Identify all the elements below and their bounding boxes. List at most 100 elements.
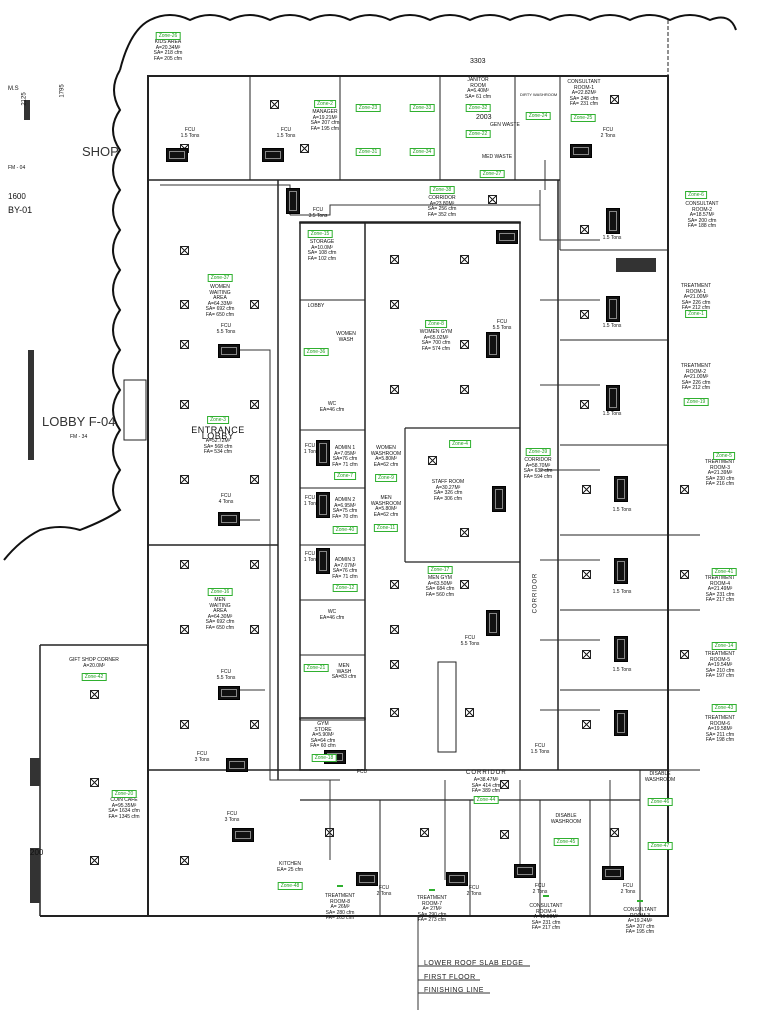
diffuser (500, 830, 509, 839)
diffuser (180, 340, 189, 349)
zone-tag: Zone-11 (373, 524, 399, 532)
zone-tag: Zone-48 (277, 882, 303, 890)
diffuser (250, 560, 259, 569)
zone-tag: Zone-26 (155, 32, 181, 40)
fcu-unit (286, 188, 300, 214)
diffuser (250, 625, 259, 634)
diffuser (680, 485, 689, 494)
zone-tag: Zone-47 (647, 842, 673, 850)
fcu-unit (316, 492, 330, 518)
diffuser (500, 780, 509, 789)
fcu-unit (232, 828, 254, 842)
diffuser (428, 456, 437, 465)
fcu-label: 1.5 Tons (612, 507, 632, 513)
fcu-unit (218, 686, 240, 700)
diffuser (250, 400, 259, 409)
diffuser (460, 385, 469, 394)
corridor-vertical-label: CORRIDOR (532, 572, 539, 614)
zone-tag: Zone-24 (525, 112, 551, 120)
legend-first-floor: FIRST FLOOR (424, 974, 476, 981)
diffuser (180, 625, 189, 634)
zone-tag: Zone-37 (207, 274, 233, 282)
diffuser (488, 195, 497, 204)
legend-leaders (417, 916, 530, 1010)
diffuser (390, 660, 399, 669)
fm04-label: FM - 04 (8, 165, 26, 171)
fcu-label: 1.5 Tons (612, 589, 632, 595)
diffuser (610, 95, 619, 104)
dim-2003: 2003 (476, 114, 492, 121)
by01-label: BY-01 (8, 205, 33, 215)
zone-tag: Zone-46 (647, 798, 673, 806)
zone-tag (637, 900, 643, 902)
lobby-f04-label: LOBBY F-04 (42, 414, 116, 429)
zone-tag: Zone-23 (355, 104, 381, 112)
zone-tag: Zone-7 (334, 472, 356, 480)
zone-tag: Zone-44 (473, 796, 499, 804)
zone-tag: Zone-6 (685, 191, 707, 199)
diffuser (582, 570, 591, 579)
zone-tag: Zone-5 (713, 452, 735, 460)
dim-2125: 2125 (21, 92, 28, 106)
diffuser (460, 255, 469, 264)
fcu-unit (614, 476, 628, 502)
diffuser (270, 100, 279, 109)
fcu-unit (614, 558, 628, 584)
dim-3303: 3303 (470, 58, 486, 65)
diffuser (420, 828, 429, 837)
zone-tag: Zone-38 (429, 186, 455, 194)
zone-tag: Zone-3 (207, 416, 229, 424)
zone-tag: Zone-33 (409, 104, 435, 112)
dim-1600: 1600 (8, 192, 26, 201)
room-lobby-small: LOBBY (307, 303, 325, 309)
diffuser (390, 300, 399, 309)
diffuser (460, 528, 469, 537)
fcu-unit (606, 385, 620, 411)
shop-label: SHOP (82, 144, 119, 159)
zone-tag: Zone-18 (311, 754, 337, 762)
fcu-label: 1.5 Tons (602, 235, 622, 241)
fm34-label: FM - 34 (70, 434, 88, 440)
fcu-unit (570, 144, 592, 158)
diffuser (582, 485, 591, 494)
diffuser (390, 385, 399, 394)
diffuser (325, 828, 334, 837)
legend-finishing-line: FINISHING LINE (424, 987, 484, 994)
fcu-unit (446, 872, 468, 886)
zone-tag: Zone-25 (570, 114, 596, 122)
diffuser (250, 300, 259, 309)
zone-tag: Zone-9 (375, 474, 397, 482)
fcu-label: 1.5 Tons (602, 411, 622, 417)
fcu-unit (316, 548, 330, 574)
walls (39, 20, 700, 917)
fcu-unit (614, 636, 628, 662)
